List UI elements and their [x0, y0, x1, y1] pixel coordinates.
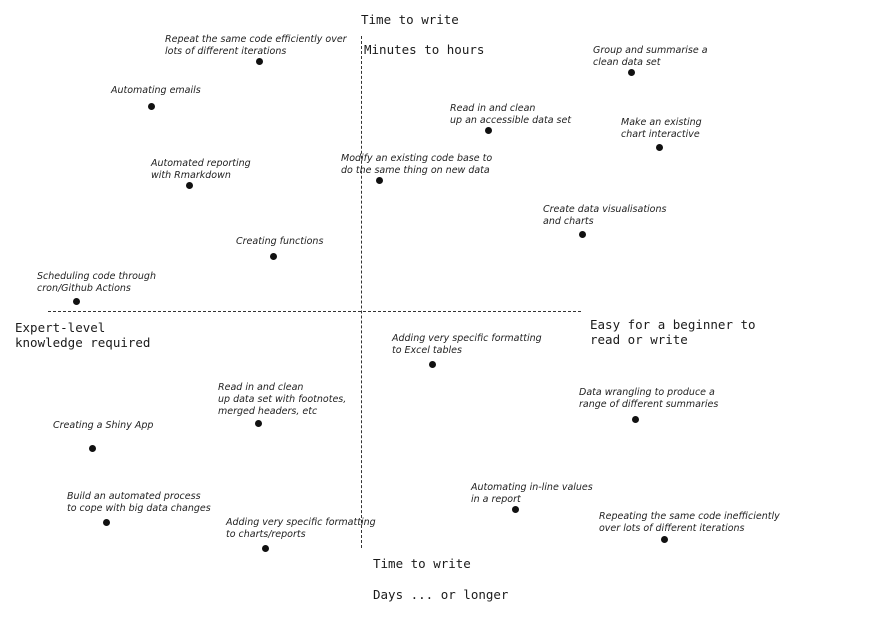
point-marker — [627, 68, 635, 76]
point-marker — [511, 505, 519, 513]
point-marker — [88, 444, 96, 452]
point-marker — [254, 419, 262, 427]
bottom-axis-label: Time to write — [373, 556, 471, 571]
point-label: Automating in-line values in a report — [471, 482, 593, 505]
point-marker — [261, 544, 269, 552]
point-label: Data wrangling to produce a range of dif… — [579, 387, 719, 410]
point-marker — [255, 57, 263, 65]
bottom-axis-sublabel: Days ... or longer — [373, 587, 509, 602]
point-marker — [375, 176, 383, 184]
point-marker — [147, 102, 155, 110]
point-label: Adding very specific formatting to chart… — [226, 517, 376, 540]
point-marker — [578, 230, 586, 238]
point-label: Creating functions — [236, 236, 324, 247]
point-label: Read in and clean up an accessible data … — [450, 103, 572, 126]
top-axis-label: Time to write — [361, 12, 459, 27]
point-label: Adding very specific formatting to Excel… — [392, 333, 542, 356]
point-marker — [660, 535, 668, 543]
point-label: Creating a Shiny App — [53, 420, 154, 431]
point-label: Scheduling code through cron/Github Acti… — [37, 271, 156, 294]
left-axis-label: Expert-level knowledge required — [15, 320, 151, 350]
point-label: Repeat the same code efficiently over lo… — [165, 34, 347, 57]
point-label: Group and summarise a clean data set — [593, 45, 708, 68]
point-label: Modify an existing code base to do the s… — [341, 153, 493, 176]
point-marker — [185, 181, 193, 189]
point-label: Make an existing chart interactive — [621, 117, 702, 140]
point-marker — [631, 415, 639, 423]
point-marker — [269, 252, 277, 260]
vertical-axis-line — [361, 36, 362, 548]
point-label: Read in and clean up data set with footn… — [218, 382, 347, 417]
point-label: Build an automated process to cope with … — [67, 491, 211, 514]
point-label: Automated reporting with Rmarkdown — [151, 158, 251, 181]
right-axis-label: Easy for a beginner to read or write — [590, 317, 756, 347]
point-label: Create data visualisations and charts — [543, 204, 667, 227]
point-marker — [102, 518, 110, 526]
top-axis-sublabel: Minutes to hours — [364, 42, 485, 57]
point-marker — [484, 126, 492, 134]
point-label: Repeating the same code inefficiently ov… — [599, 511, 780, 534]
point-marker — [428, 360, 436, 368]
point-marker — [655, 143, 663, 151]
point-marker — [72, 297, 80, 305]
point-label: Automating emails — [111, 85, 201, 96]
horizontal-axis-line — [48, 311, 581, 312]
